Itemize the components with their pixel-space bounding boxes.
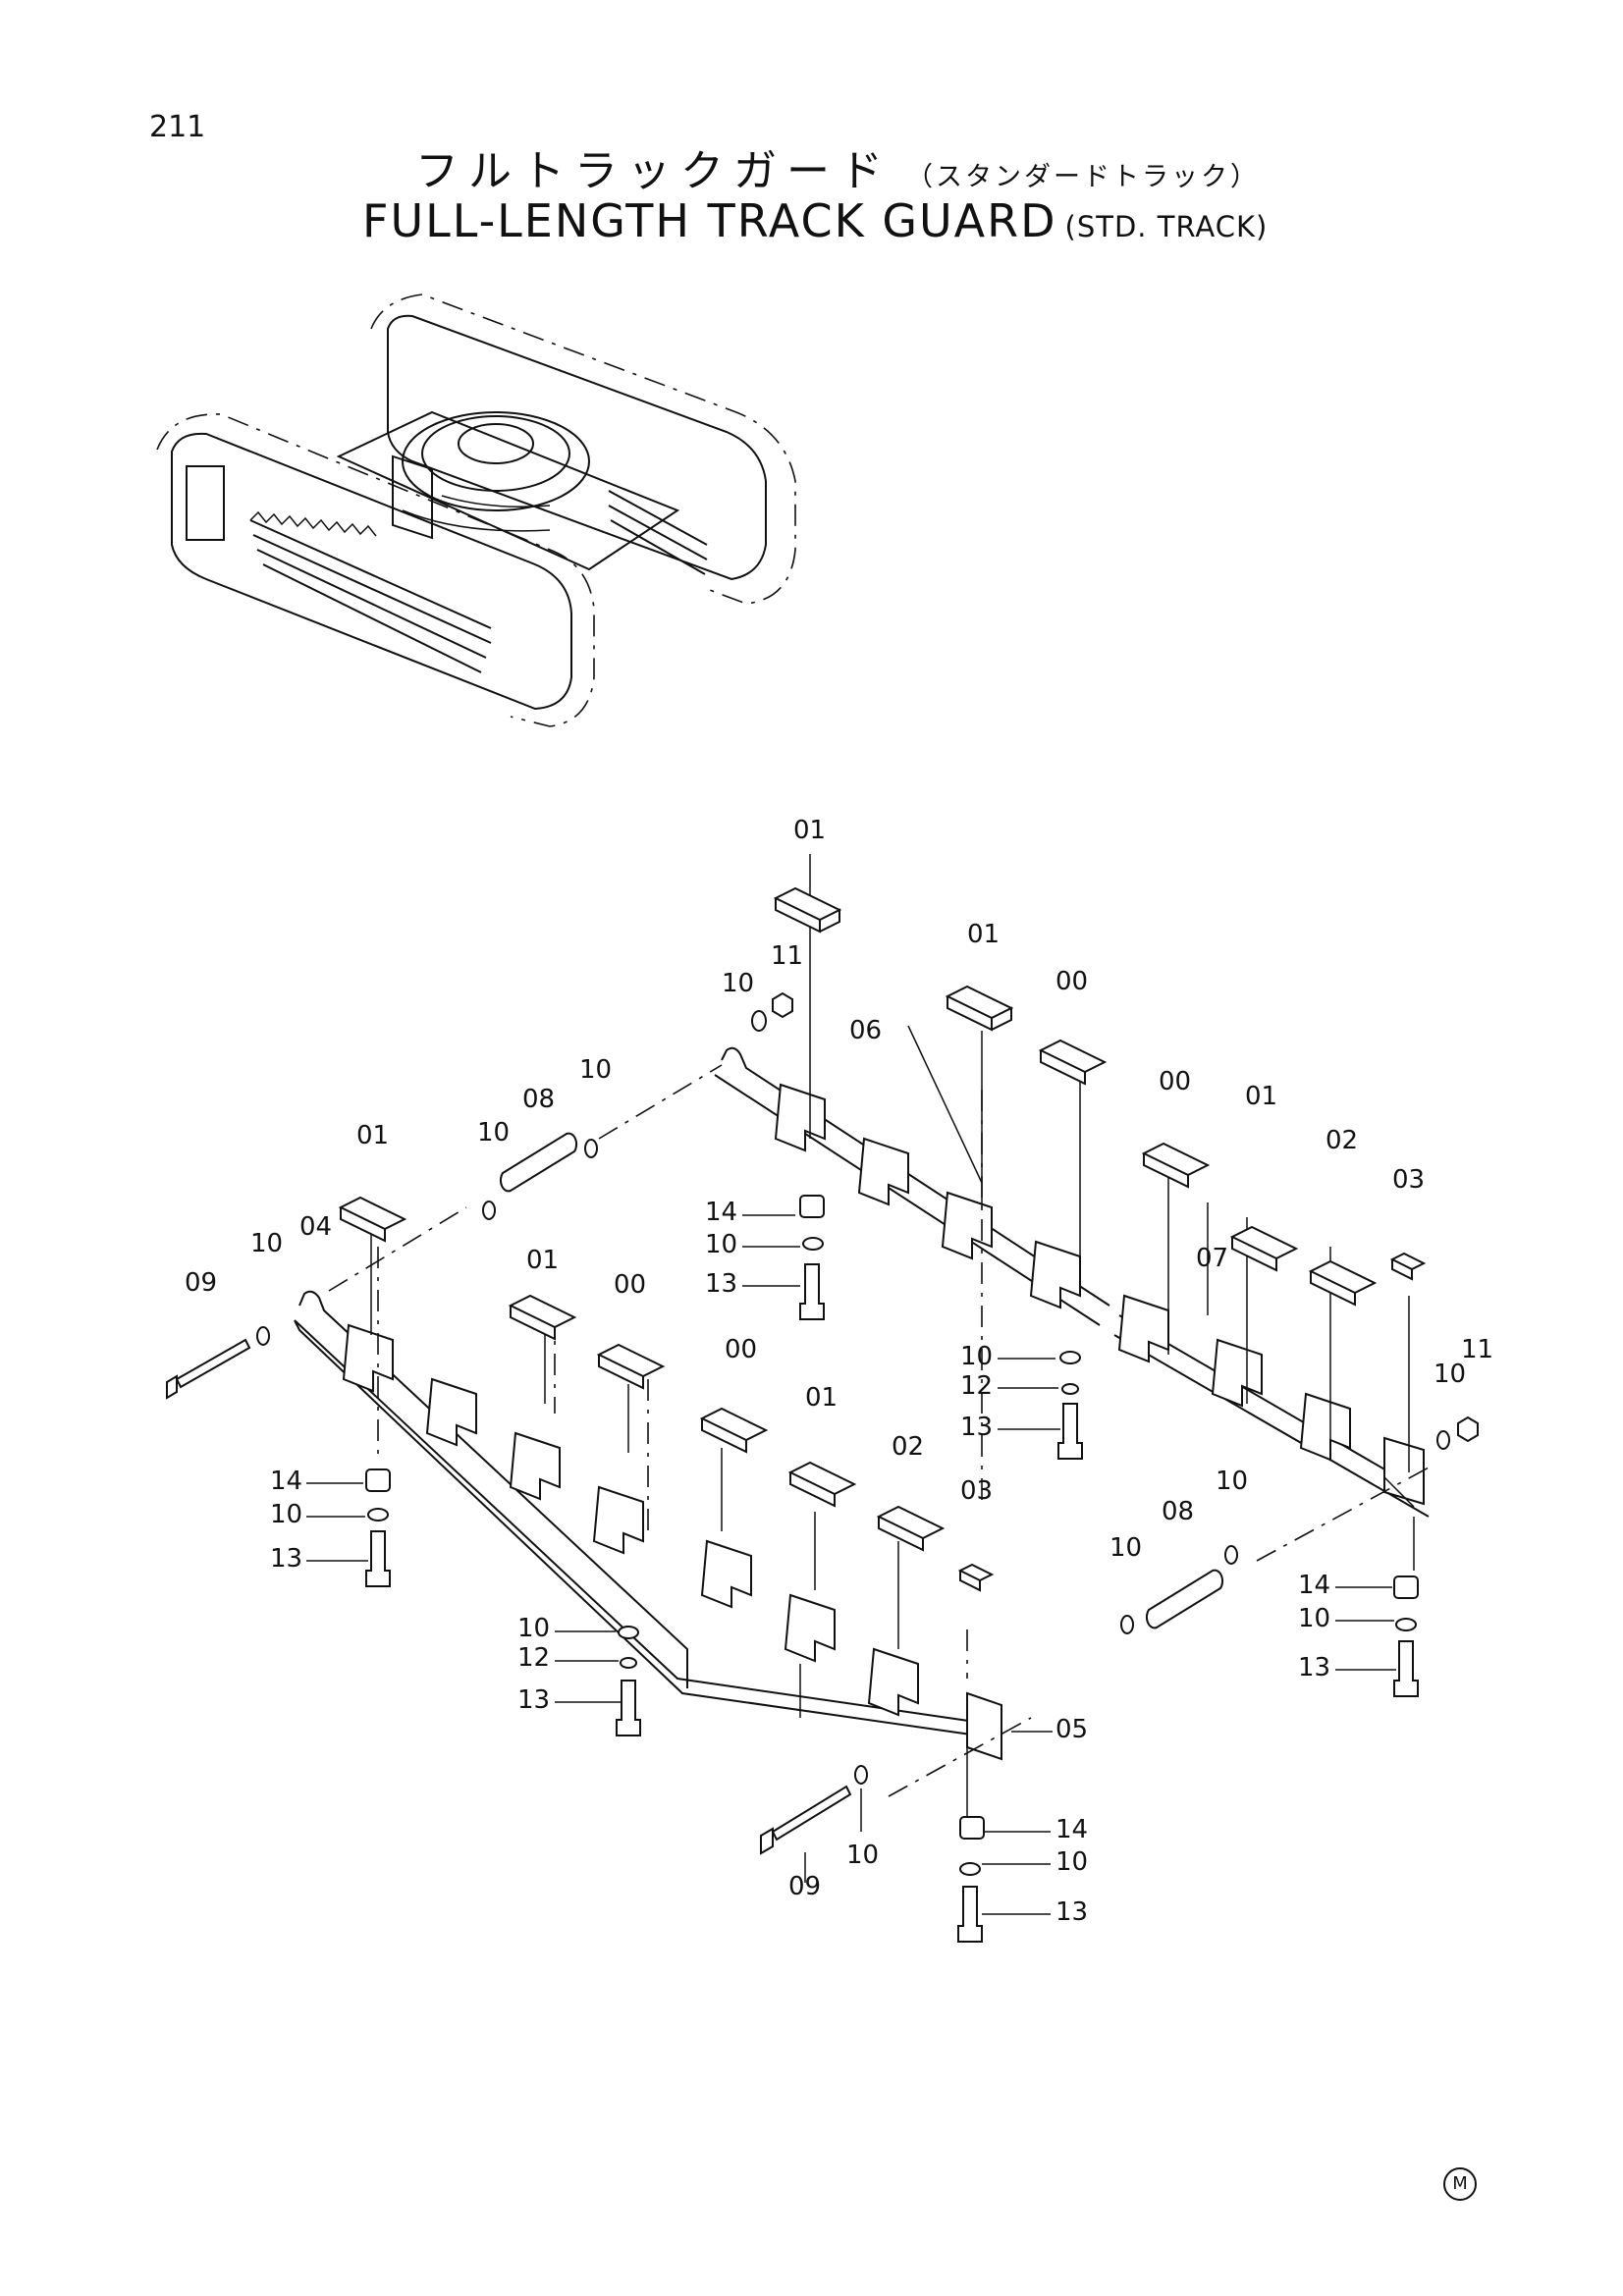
callout-label: 00 xyxy=(1055,967,1088,996)
subtitle-en: (STD. TRACK) xyxy=(1064,210,1269,243)
callout-label: 10 xyxy=(1109,1533,1142,1563)
callout-label: 01 xyxy=(793,816,826,845)
callout-label: 01 xyxy=(526,1246,559,1275)
label-leaders xyxy=(306,1214,1396,1915)
page-number: 211 xyxy=(149,110,206,144)
page-title-english: FULL-LENGTH TRACK GUARD(STD. TRACK) xyxy=(362,194,1268,247)
small-parts xyxy=(166,886,1479,1943)
callout-label: 11 xyxy=(771,941,803,971)
callout-label: 12 xyxy=(517,1643,550,1673)
callout-label: 00 xyxy=(614,1270,646,1300)
part-callouts: 01 01 00 00 01 02 03 11 10 06 08 10 10 0… xyxy=(185,816,1493,1927)
track-guard-rail-left xyxy=(294,1290,1002,1761)
callout-label: 06 xyxy=(849,1016,882,1045)
undercarriage-overview-illustration xyxy=(156,294,796,727)
callout-label: 10 xyxy=(705,1230,737,1259)
callout-label: 10 xyxy=(250,1229,283,1258)
callout-label: 10 xyxy=(270,1500,302,1529)
page-title-japanese: フルトラックガード （スタンダードトラック） xyxy=(415,135,1260,198)
callout-label: 10 xyxy=(846,1841,879,1870)
callout-label: 05 xyxy=(1055,1715,1088,1744)
track-guard-rail-right xyxy=(714,1046,1430,1518)
callout-label: 10 xyxy=(579,1055,612,1085)
callout-label: 08 xyxy=(1162,1497,1194,1526)
callout-label: 03 xyxy=(960,1476,993,1506)
callout-label: 01 xyxy=(967,920,1000,949)
title-jp-text: フルトラックガード xyxy=(415,146,893,196)
callout-label: 00 xyxy=(1159,1067,1191,1096)
subtitle-jp: （スタンダードトラック） xyxy=(906,162,1260,192)
callout-label: 04 xyxy=(299,1212,332,1242)
callout-label: 09 xyxy=(185,1268,217,1298)
assembly-center-lines xyxy=(328,1064,1430,1797)
callout-label: 10 xyxy=(1298,1604,1330,1633)
callout-label: 11 xyxy=(1461,1335,1493,1364)
callout-label: 10 xyxy=(960,1342,993,1371)
callout-label: 10 xyxy=(1216,1467,1248,1496)
callout-label: 02 xyxy=(1325,1126,1358,1155)
callout-label: 10 xyxy=(517,1614,550,1643)
callout-label: 01 xyxy=(1245,1082,1277,1111)
callout-label: 13 xyxy=(1298,1653,1330,1682)
callout-label: 10 xyxy=(1055,1847,1088,1877)
callout-label: 13 xyxy=(517,1685,550,1715)
callout-label: 13 xyxy=(705,1269,737,1299)
callout-label: 03 xyxy=(1392,1165,1425,1195)
manufacturer-mark: M xyxy=(1443,2167,1477,2201)
callout-label: 13 xyxy=(270,1544,302,1574)
callout-label: 07 xyxy=(1196,1244,1228,1273)
callout-label: 14 xyxy=(705,1198,737,1227)
callout-label: 01 xyxy=(356,1121,389,1150)
callout-label: 02 xyxy=(892,1432,924,1462)
callout-label: 08 xyxy=(522,1085,555,1114)
callout-label: 14 xyxy=(1055,1815,1088,1844)
callout-label: 14 xyxy=(270,1467,302,1496)
callout-label: 14 xyxy=(1298,1571,1330,1600)
callout-label: 10 xyxy=(722,969,754,998)
callout-label: 10 xyxy=(1434,1360,1466,1389)
callout-label: 13 xyxy=(1055,1897,1088,1927)
title-en-text: FULL-LENGTH TRACK GUARD xyxy=(362,194,1057,247)
callout-label: 10 xyxy=(477,1118,510,1148)
callout-label: 13 xyxy=(960,1413,993,1442)
callout-label: 00 xyxy=(725,1335,757,1364)
callout-label: 01 xyxy=(805,1383,838,1413)
callout-label: 12 xyxy=(960,1371,993,1401)
